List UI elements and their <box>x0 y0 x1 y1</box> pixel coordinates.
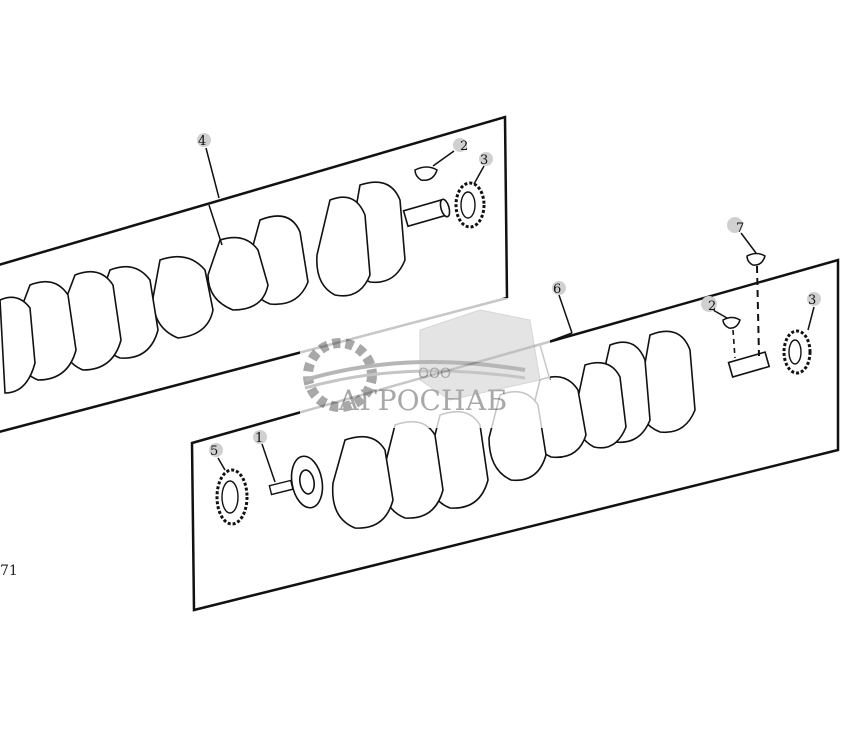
crankshaft-gear-lower <box>782 329 812 375</box>
callout-3-upper: 3 <box>479 152 493 168</box>
callout-7: 7 <box>727 217 744 236</box>
watermark-logo: ООО АГРОСНАБ <box>300 298 550 428</box>
callout-2-upper: 2 <box>453 138 468 154</box>
woodruff-key-7 <box>746 252 766 266</box>
timing-ring-gear-5 <box>215 468 249 526</box>
svg-text:1: 1 <box>255 431 263 446</box>
svg-text:АГРОСНАБ: АГРОСНАБ <box>338 384 507 417</box>
figure-id: 71 <box>0 563 18 579</box>
callout-2-lower: 2 <box>701 296 717 314</box>
svg-text:5: 5 <box>210 444 218 459</box>
woodruff-key-2-lower <box>722 316 741 329</box>
callout-1: 1 <box>253 430 267 446</box>
svg-text:2: 2 <box>460 139 468 154</box>
callout-6: 6 <box>552 281 566 297</box>
svg-text:2: 2 <box>708 299 716 314</box>
callout-4: 4 <box>197 133 211 149</box>
svg-text:7: 7 <box>736 221 744 236</box>
combine-harvester-icon <box>419 309 541 401</box>
lower-frame <box>190 258 840 612</box>
svg-text:4: 4 <box>198 134 206 149</box>
svg-text:ООО: ООО <box>418 366 451 382</box>
svg-text:6: 6 <box>553 282 561 297</box>
woodruff-key-upper <box>414 166 438 182</box>
dowel-pin-1 <box>268 479 294 496</box>
svg-text:3: 3 <box>480 153 488 168</box>
upper-crankshaft <box>0 181 451 394</box>
crankshaft-gear-upper <box>454 181 486 229</box>
svg-text:3: 3 <box>808 293 816 308</box>
callout-5: 5 <box>209 443 223 459</box>
callout-3-lower: 3 <box>807 292 821 308</box>
